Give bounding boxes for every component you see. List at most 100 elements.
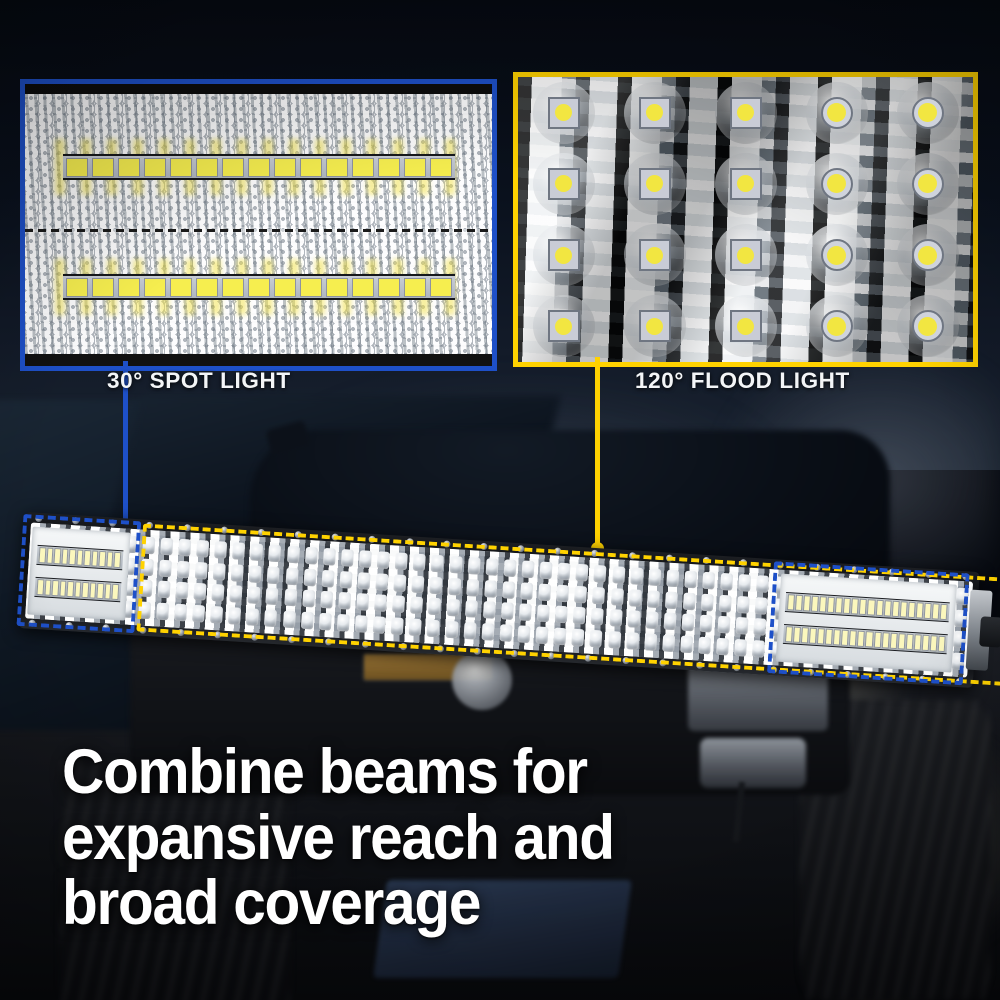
led-die <box>353 158 373 176</box>
flood-led-die <box>729 167 762 200</box>
led-die <box>249 158 269 176</box>
led-die <box>223 158 243 176</box>
led-die <box>119 278 139 296</box>
led-die <box>93 278 113 296</box>
spot-led-chip <box>430 277 452 297</box>
flood-led-die <box>547 310 580 343</box>
spot-led-chip <box>326 157 348 177</box>
spot-led-chip <box>404 277 426 297</box>
led-emitter <box>827 316 846 336</box>
flood-led-die <box>729 96 762 129</box>
spot-reflector-scale-texture <box>25 93 492 355</box>
led-die <box>405 158 425 176</box>
spot-reflector-field <box>25 93 492 355</box>
flood-led-die <box>820 96 853 129</box>
led-emitter <box>646 317 663 335</box>
headline-block: Combine beams for expansive reach and br… <box>62 737 762 939</box>
led-emitter <box>646 175 663 193</box>
spot-led-chip <box>196 277 218 297</box>
flood-caption-label: 120° FLOOD LIGHT <box>635 368 850 393</box>
spot-led-chip <box>222 157 244 177</box>
led-light-bar-assembly <box>8 496 1000 707</box>
spot-section-highlight-right <box>767 561 970 686</box>
spot-led-chip <box>248 157 270 177</box>
led-die <box>405 278 425 296</box>
flood-led-die <box>638 239 671 272</box>
flood-detail-panel <box>513 72 978 367</box>
led-die <box>275 158 295 176</box>
led-emitter <box>918 174 937 194</box>
led-die <box>197 278 217 296</box>
flood-led-die <box>820 239 853 272</box>
led-die <box>67 158 87 176</box>
led-die <box>249 278 269 296</box>
led-die <box>379 278 399 296</box>
flood-led-die <box>820 310 853 343</box>
flood-led-die <box>729 310 762 343</box>
spot-housing-edge-top <box>25 84 492 94</box>
spot-center-seam <box>25 229 492 232</box>
led-die <box>301 278 321 296</box>
led-emitter <box>555 246 572 264</box>
led-light-bar <box>16 512 1000 707</box>
flood-led-die <box>638 96 671 129</box>
spot-led-chip <box>248 277 270 297</box>
led-emitter <box>827 103 846 123</box>
spot-led-chip <box>326 277 348 297</box>
spot-led-chip <box>378 277 400 297</box>
spot-led-chip <box>404 157 426 177</box>
led-die <box>171 278 191 296</box>
spot-led-chip <box>274 277 296 297</box>
led-emitter <box>918 316 937 336</box>
spot-led-strip-top <box>63 154 455 180</box>
spot-detail-panel <box>20 79 497 371</box>
headline-line-2: expansive reach and <box>62 802 615 873</box>
spot-led-chip <box>144 157 166 177</box>
spot-led-chip <box>170 157 192 177</box>
flood-led-die <box>547 167 580 200</box>
led-die <box>93 158 113 176</box>
led-die <box>197 158 217 176</box>
flood-led-die <box>638 310 671 343</box>
flood-led-die <box>638 167 671 200</box>
spot-led-chip <box>274 157 296 177</box>
led-emitter <box>737 104 754 122</box>
light-bar-wiring-plug <box>979 616 1000 648</box>
spot-led-chip <box>300 277 322 297</box>
headline-line-1: Combine beams for <box>62 737 588 807</box>
spot-led-chip <box>66 277 88 297</box>
led-die <box>431 158 451 176</box>
led-die <box>223 278 243 296</box>
spot-led-chip <box>196 157 218 177</box>
spot-led-strip-bottom <box>63 274 455 300</box>
led-die <box>275 278 295 296</box>
led-emitter <box>555 175 572 193</box>
led-die <box>145 158 165 176</box>
spot-housing-edge-bottom <box>25 354 492 366</box>
flood-led-die <box>729 239 762 272</box>
led-die <box>67 278 87 296</box>
led-die <box>379 158 399 176</box>
spot-led-chip <box>66 157 88 177</box>
spot-led-chip <box>144 277 166 297</box>
spot-led-chip <box>352 277 374 297</box>
flood-led-die <box>547 96 580 129</box>
led-emitter <box>918 103 937 123</box>
led-emitter <box>646 246 663 264</box>
led-die <box>119 158 139 176</box>
led-die <box>327 278 347 296</box>
spot-led-chip <box>92 157 114 177</box>
led-die <box>145 278 165 296</box>
led-die <box>327 158 347 176</box>
spot-macro-image <box>25 84 492 366</box>
spot-caption-label: 30° SPOT LIGHT <box>107 368 291 393</box>
led-die <box>301 158 321 176</box>
flood-led-die <box>911 167 944 200</box>
headline-line-3: broad coverage <box>62 868 481 939</box>
flood-led-die <box>911 239 944 272</box>
flood-led-die <box>820 167 853 200</box>
led-emitter <box>555 317 572 335</box>
flood-macro-image <box>518 77 973 362</box>
spot-led-chip <box>352 157 374 177</box>
